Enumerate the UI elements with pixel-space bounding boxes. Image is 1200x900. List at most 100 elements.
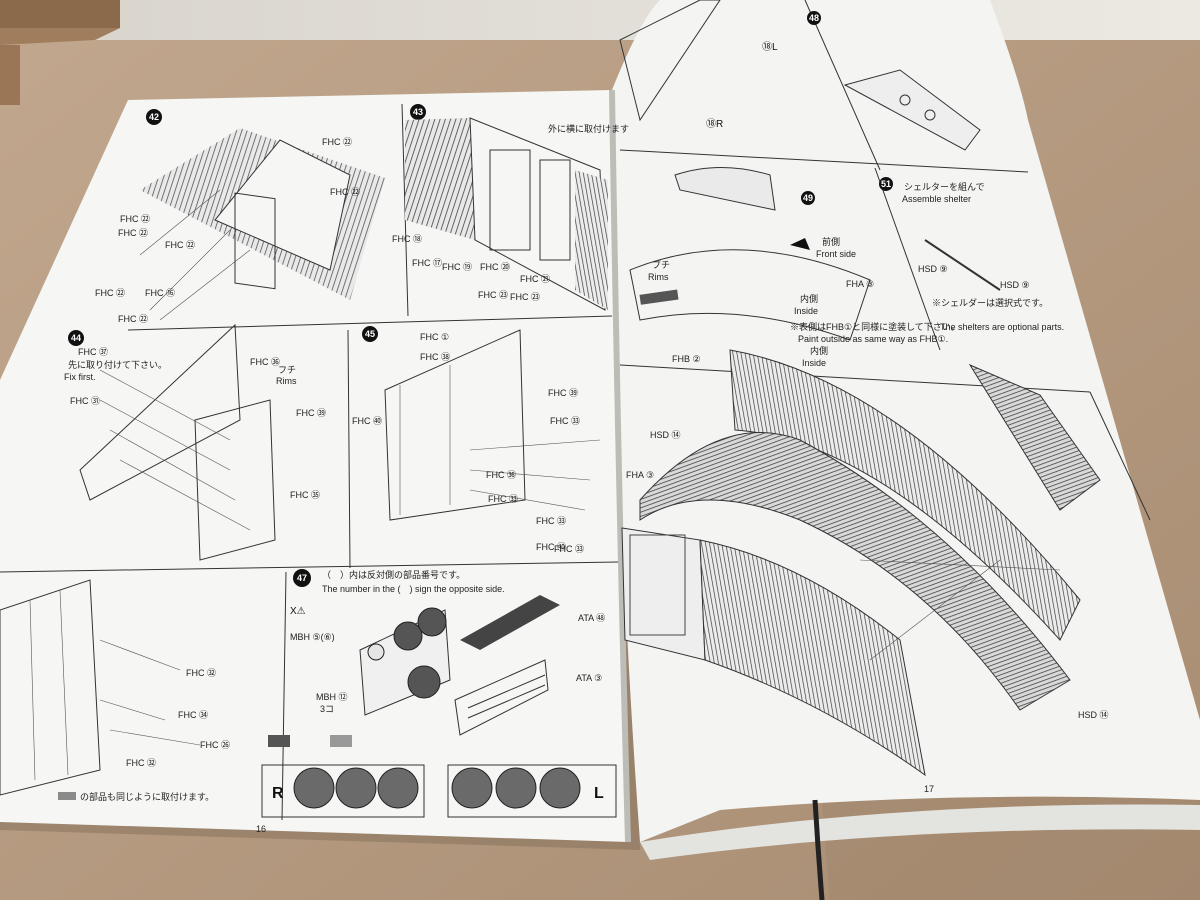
svg-text:Inside: Inside: [794, 306, 818, 316]
svg-text:内側: 内側: [810, 345, 828, 356]
left-page-number: 16: [256, 824, 266, 834]
svg-text:の部品も同じように取付けます。: の部品も同じように取付けます。: [80, 791, 214, 802]
svg-text:R: R: [272, 785, 284, 802]
svg-text:※表側はFHB①と同様に塗装して下さい。: ※表側はFHB①と同様に塗装して下さい。: [790, 321, 960, 332]
svg-text:※シェルダーは選択式です。: ※シェルダーは選択式です。: [932, 297, 1048, 308]
svg-text:Rims: Rims: [648, 272, 669, 282]
svg-text:Front side: Front side: [816, 249, 856, 259]
svg-text:FHC ㉓: FHC ㉓: [478, 290, 508, 300]
svg-text:FHC ㊴: FHC ㊴: [548, 388, 578, 398]
svg-text:FHC ⑱: FHC ⑱: [392, 234, 422, 244]
svg-text:49: 49: [803, 193, 813, 203]
svg-text:51: 51: [881, 179, 891, 189]
step-48: 48 ⑱L ⑱R: [619, 0, 981, 151]
svg-text:HSD ⑨: HSD ⑨: [918, 264, 948, 274]
svg-text:FHC ㉓: FHC ㉓: [510, 292, 540, 302]
svg-text:HSD ⑨: HSD ⑨: [1000, 280, 1030, 290]
step-46: FHC ㉜ FHC ㉞ FHC ㉖ FHC ㉜ の部品も同じように取付けます。: [0, 579, 230, 802]
svg-text:FHC ㉜: FHC ㉜: [126, 758, 156, 768]
svg-text:FHC ㉝: FHC ㉝: [550, 416, 580, 426]
svg-text:FHC ㊵: FHC ㊵: [352, 416, 382, 426]
svg-text:Assemble shelter: Assemble shelter: [902, 194, 971, 204]
step-44: 44 FHC ㊲ 先に取り付けて下さい。 Fix first. FHC ㊱ フチ…: [64, 323, 326, 561]
left-page-grid: [0, 103, 619, 821]
svg-text:⑱R: ⑱R: [706, 118, 723, 130]
svg-text:FHC ㊲: FHC ㊲: [78, 347, 108, 357]
svg-text:44: 44: [71, 333, 81, 343]
svg-text:ATA ③: ATA ③: [576, 673, 602, 683]
svg-text:Paint outside as same way as F: Paint outside as same way as FHB①.: [798, 334, 948, 344]
svg-text:FHC ㉟: FHC ㉟: [290, 490, 320, 500]
svg-text:FHC ⑲: FHC ⑲: [442, 262, 472, 272]
step-47: 47 （ ）内は反対側の部品番号です。 The number in the ( …: [261, 569, 617, 818]
svg-text:FHC ㉒: FHC ㉒: [118, 228, 148, 238]
svg-text:FHC ⑰: FHC ⑰: [412, 258, 442, 268]
svg-text:FHC ㉛: FHC ㉛: [70, 396, 100, 406]
svg-text:HSD ⑭: HSD ⑭: [650, 430, 681, 440]
svg-text:3コ: 3コ: [320, 704, 334, 714]
svg-text:Inside: Inside: [802, 358, 826, 368]
svg-text:FHC ㊱: FHC ㊱: [486, 470, 516, 480]
svg-text:FHC ㊴: FHC ㊴: [296, 408, 326, 418]
back-wall: [0, 0, 1200, 40]
right-page-number: 17: [924, 784, 934, 794]
svg-text:43: 43: [413, 107, 423, 117]
svg-text:シェルターを組んで: シェルターを組んで: [904, 181, 985, 192]
svg-text:Rims: Rims: [276, 376, 297, 386]
svg-text:X⚠: X⚠: [290, 606, 306, 617]
svg-text:FHC ㉜: FHC ㉜: [186, 668, 216, 678]
svg-text:FHC ㉞: FHC ㉞: [178, 710, 208, 720]
svg-text:FHC ㉝: FHC ㉝: [554, 544, 584, 554]
svg-text:The shelters are optional part: The shelters are optional parts.: [940, 322, 1064, 332]
svg-text:前側: 前側: [822, 236, 840, 247]
step-43: 43 外に横に取付けます FHC ⑱ FHC ⑰ FHC ⑲ FHC ⑳ FHC…: [392, 104, 629, 311]
svg-text:L: L: [594, 785, 604, 802]
left-page: [0, 90, 628, 842]
svg-text:The number in the ( ) sign the: The number in the ( ) sign the opposite …: [322, 584, 505, 594]
svg-text:FHC ㉒: FHC ㉒: [322, 137, 352, 147]
svg-text:外に横に取付けます: 外に横に取付けます: [548, 123, 629, 134]
step-51: 51 シェルターを組んで Assemble shelter HSD ⑨ HSD …: [879, 177, 1064, 332]
svg-text:FHC ㉒: FHC ㉒: [118, 314, 148, 324]
svg-text:FHC ㉒: FHC ㉒: [120, 214, 150, 224]
svg-text:先に取り付けて下さい。: 先に取り付けて下さい。: [68, 359, 167, 370]
svg-text:FHC ㊳: FHC ㊳: [420, 352, 450, 362]
shelf-leg: [0, 45, 20, 105]
svg-text:FHC ㉒: FHC ㉒: [165, 240, 195, 250]
desk-cable: [812, 799, 825, 900]
svg-text:フチ: フチ: [278, 365, 296, 375]
svg-text:FHC ㊵: FHC ㊵: [536, 542, 566, 552]
svg-text:Fix first.: Fix first.: [64, 372, 96, 382]
svg-text:内側: 内側: [800, 293, 818, 304]
svg-text:FHA ③: FHA ③: [626, 470, 654, 480]
step-number: 42: [149, 112, 159, 122]
svg-text:FHA ③: FHA ③: [846, 279, 874, 289]
svg-text:FHB ②: FHB ②: [672, 354, 701, 364]
svg-text:45: 45: [365, 329, 375, 339]
svg-text:FHC ㉑: FHC ㉑: [520, 274, 550, 284]
shelf-top: [0, 0, 120, 28]
svg-text:MBH ⑫: MBH ⑫: [316, 692, 348, 702]
svg-text:ブチ: ブチ: [652, 259, 670, 270]
svg-text:FHC ⑯: FHC ⑯: [145, 288, 175, 298]
svg-text:FHC ㉝: FHC ㉝: [536, 516, 566, 526]
step-42: 42 FHC ㉒ FHC ㉒ FHC ㉒ FHC ㉒ FHC ㉒ FHC ㉒ F…: [95, 109, 385, 324]
svg-text:（ ）内は反対側の部品番号です。: （ ）内は反対側の部品番号です。: [322, 569, 465, 580]
svg-text:FHC ㉒: FHC ㉒: [330, 187, 360, 197]
shelf-edge: [0, 28, 120, 45]
right-page-edge: [640, 804, 1200, 860]
step-50: ※表側はFHB①と同様に塗装して下さい。 Paint outside as sa…: [621, 321, 1109, 777]
svg-text:47: 47: [297, 573, 307, 583]
svg-text:FHC ㉒: FHC ㉒: [95, 288, 125, 298]
step-45: 45 FHC ① FHC ㊳ FHC ㊴ FHC ㊵ FHC ㉝ FHC ㉝ F…: [352, 326, 601, 554]
svg-text:48: 48: [809, 13, 819, 23]
step-49: 49 前側 Front side FHA ③ ブチ Rims 内側 Inside: [629, 167, 874, 341]
svg-text:FHC ㉖: FHC ㉖: [200, 740, 230, 750]
svg-text:FHC ⑳: FHC ⑳: [480, 262, 510, 272]
svg-text:FHC ㉝: FHC ㉝: [488, 494, 518, 504]
svg-text:ATA ㊽: ATA ㊽: [578, 613, 605, 623]
svg-text:HSD ⑭: HSD ⑭: [1078, 710, 1109, 720]
book-spine: [609, 89, 631, 843]
